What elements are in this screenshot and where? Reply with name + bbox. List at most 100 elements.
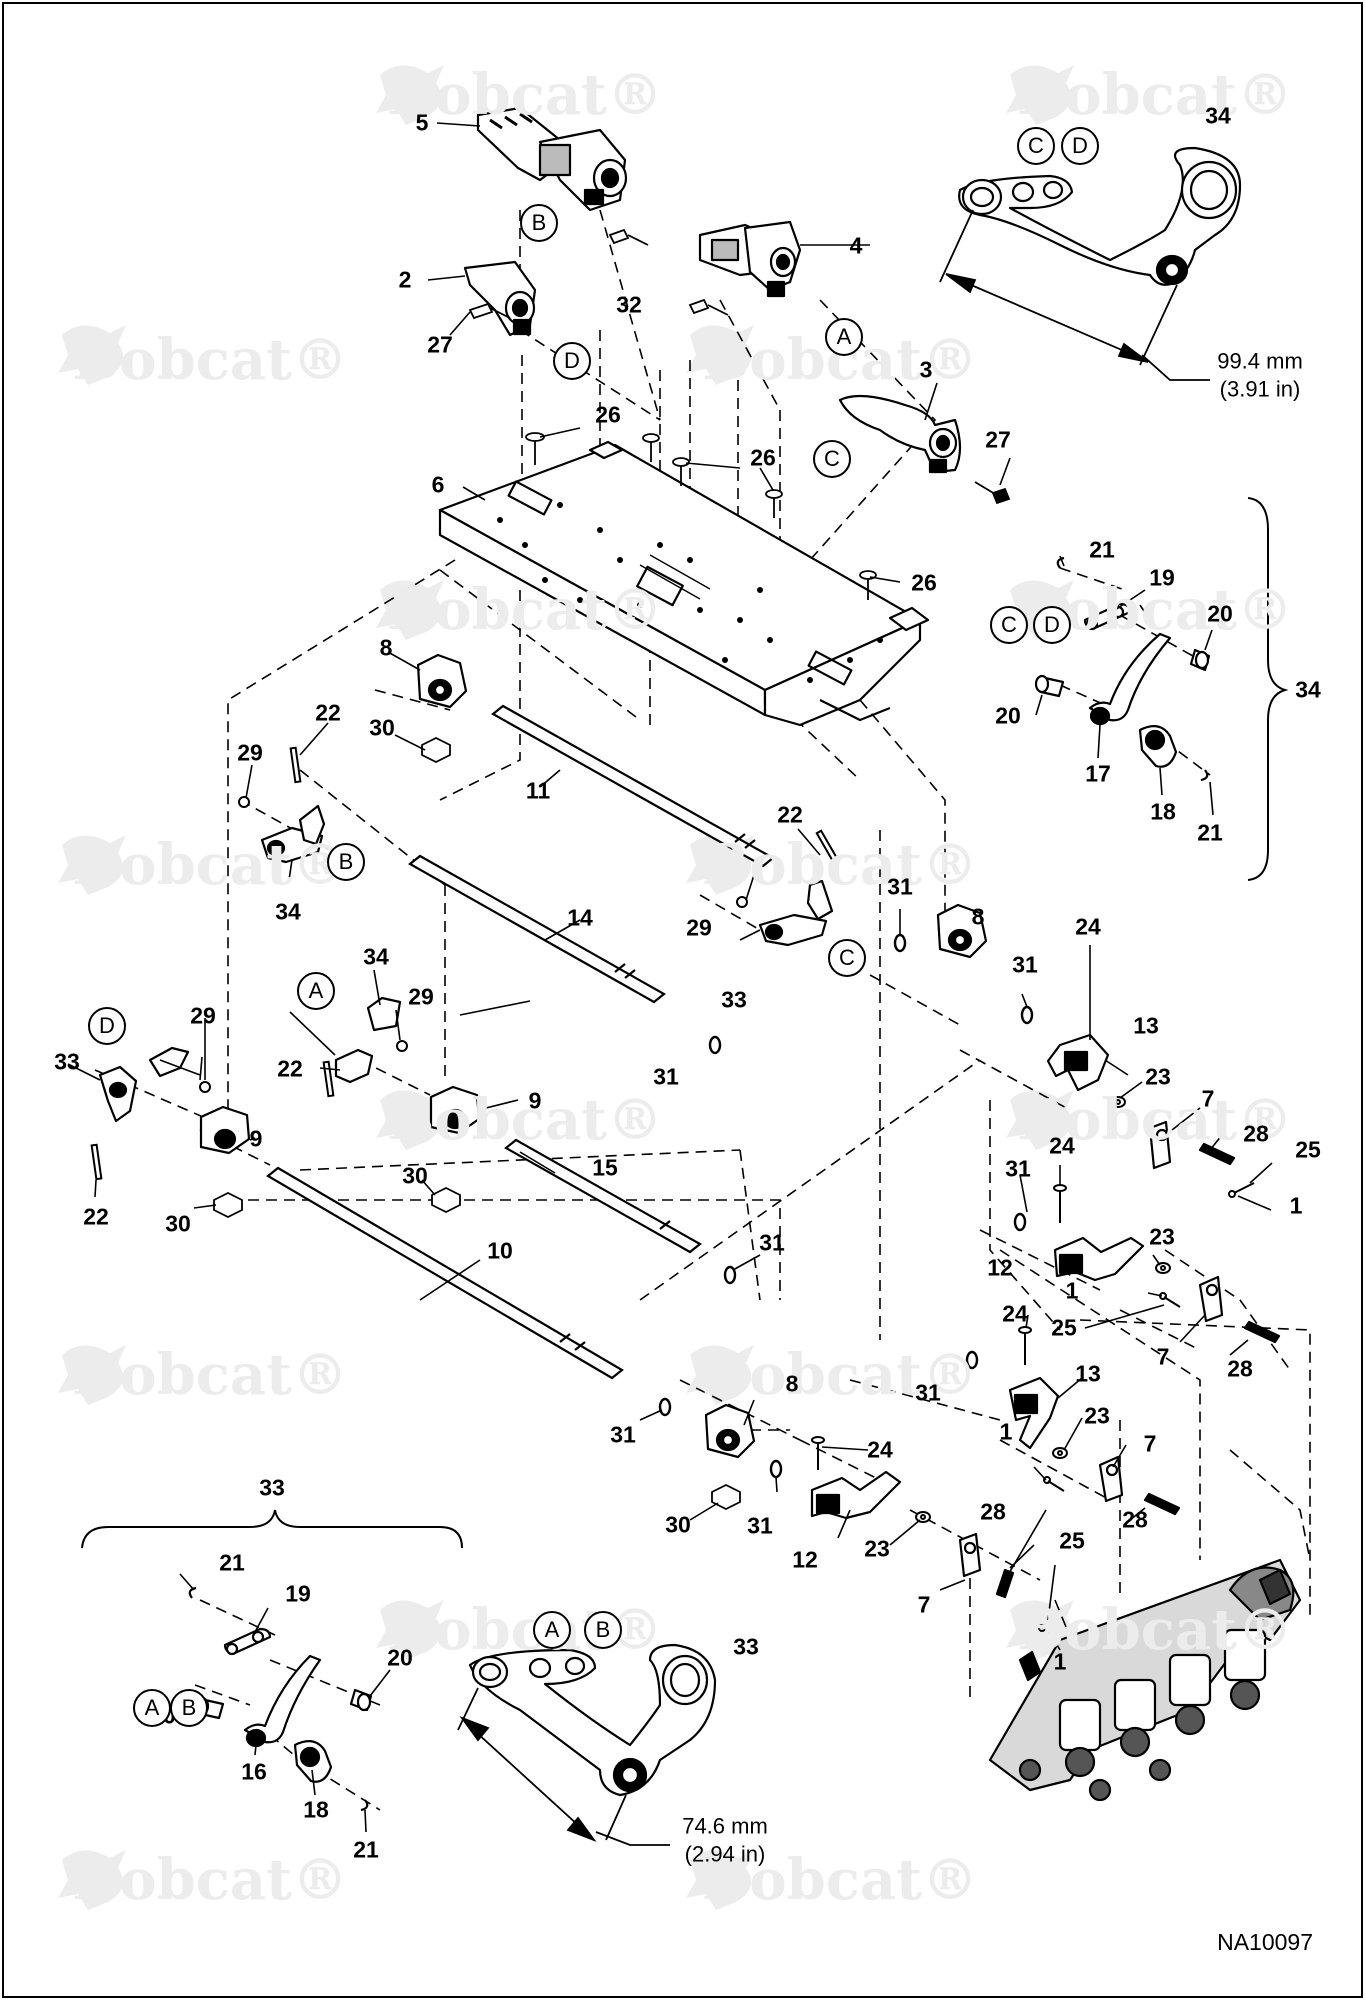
callout-31: 31 (759, 1229, 785, 1256)
callout-7: 7 (1143, 1430, 1157, 1457)
callout-27: 27 (985, 426, 1011, 453)
pivot-mounts (199, 653, 988, 1459)
small-bolts (468, 228, 1011, 505)
plate-holes (497, 502, 883, 683)
callout-22: 22 (277, 1055, 303, 1082)
callout-7: 7 (917, 1591, 931, 1618)
letter-circle-c: C (828, 939, 866, 977)
letter-circle-b: B (327, 843, 365, 881)
callout-29: 29 (686, 914, 712, 941)
leader-lines (67, 122, 1273, 1833)
dimension-34 (939, 209, 1210, 381)
callout-1: 1 (1053, 1648, 1067, 1675)
callout-19: 19 (285, 1580, 311, 1607)
arms-12-13 (810, 1033, 1145, 1520)
lever-2 (463, 260, 537, 337)
group-34-label: 34 (1295, 676, 1321, 703)
callout-29: 29 (408, 983, 434, 1010)
callout-7: 7 (1201, 1085, 1215, 1112)
callout-13: 13 (1133, 1012, 1159, 1039)
detail-link-34 (958, 146, 1242, 286)
dimension-34-imperial: (3.91 in) (1219, 376, 1301, 401)
letter-circle-b: B (520, 204, 558, 242)
letter-circle-c: C (1017, 127, 1055, 165)
callout-15: 15 (592, 1154, 618, 1181)
letter-circle-d: D (553, 342, 591, 380)
letter-circle-d: D (1061, 127, 1099, 165)
callout-22: 22 (315, 699, 341, 726)
callout-31: 31 (747, 1512, 773, 1539)
callout-1: 1 (1289, 1192, 1303, 1219)
callout-9: 9 (249, 1125, 263, 1152)
callout-32: 32 (616, 291, 642, 318)
callout-25: 25 (1051, 1314, 1077, 1341)
callout-18: 18 (1150, 798, 1176, 825)
callout-1: 1 (999, 1418, 1013, 1445)
callout-26: 26 (911, 569, 937, 596)
nuts-30 (213, 736, 741, 1511)
letter-circle-b: B (170, 1689, 208, 1727)
callout-22: 22 (777, 801, 803, 828)
callout-24: 24 (1049, 1132, 1075, 1159)
callout-31: 31 (915, 1379, 941, 1406)
letter-circle-d: D (1033, 606, 1071, 644)
callout-21: 21 (1197, 819, 1223, 846)
callout-31: 31 (1012, 951, 1038, 978)
brace-34 (1247, 497, 1289, 881)
letter-circle-a: A (297, 972, 335, 1010)
callout-2: 2 (398, 266, 412, 293)
letter-circle-b: B (584, 1611, 622, 1649)
callout-31: 31 (610, 1421, 636, 1448)
callout-10: 10 (487, 1237, 513, 1264)
callout-13: 13 (1075, 1360, 1101, 1387)
callout-19: 19 (1149, 564, 1175, 591)
callout-23: 23 (864, 1535, 890, 1562)
callout-33: 33 (721, 986, 747, 1013)
callout-8: 8 (379, 634, 393, 661)
callout-26: 26 (750, 444, 776, 471)
callout-7: 7 (1156, 1343, 1170, 1370)
callout-30: 30 (665, 1511, 691, 1538)
exploded-33-parts (188, 1586, 373, 1812)
callout-34: 34 (363, 943, 389, 970)
assembly-lines (94, 209, 1311, 1811)
callout-8: 8 (785, 1370, 799, 1397)
callout-8: 8 (971, 903, 985, 930)
valve-block (988, 1558, 1302, 1802)
callout-28: 28 (1227, 1355, 1253, 1382)
callout-26: 26 (595, 401, 621, 428)
letter-circle-d: D (88, 1007, 126, 1045)
group-33-label: 33 (259, 1474, 285, 1501)
callout-25: 25 (1295, 1136, 1321, 1163)
callout-24: 24 (867, 1436, 893, 1463)
callout-5: 5 (415, 109, 429, 136)
letter-circle-a: A (533, 1611, 571, 1649)
detail-link-33 (468, 1643, 717, 1797)
callout-28: 28 (1243, 1120, 1269, 1147)
callout-21: 21 (219, 1549, 245, 1576)
dimension-33-imperial: (2.94 in) (684, 1841, 766, 1866)
callout-28: 28 (1122, 1506, 1148, 1533)
callout-12: 12 (987, 1254, 1013, 1281)
callout-24: 24 (1075, 913, 1101, 940)
callout-23: 23 (1084, 1402, 1110, 1429)
callout-20: 20 (387, 1644, 413, 1671)
brackets-7 (958, 1120, 1281, 1599)
callout-33: 33 (733, 1633, 759, 1660)
callout-29: 29 (190, 1002, 216, 1029)
callout-30: 30 (402, 1162, 428, 1189)
callout-18: 18 (303, 1796, 329, 1823)
pins-22-24 (90, 746, 1097, 1470)
letter-circle-a: A (825, 318, 863, 356)
callout-23: 23 (1149, 1223, 1175, 1250)
lever-3 (838, 394, 962, 474)
drawing-number: NA10097 (1217, 1929, 1313, 1955)
letter-circle-a: A (133, 1689, 171, 1727)
shafts (266, 704, 775, 1380)
callout-31: 31 (887, 873, 913, 900)
letter-circle-c: C (813, 440, 851, 478)
callout-30: 30 (165, 1210, 191, 1237)
callout-4: 4 (849, 232, 863, 259)
